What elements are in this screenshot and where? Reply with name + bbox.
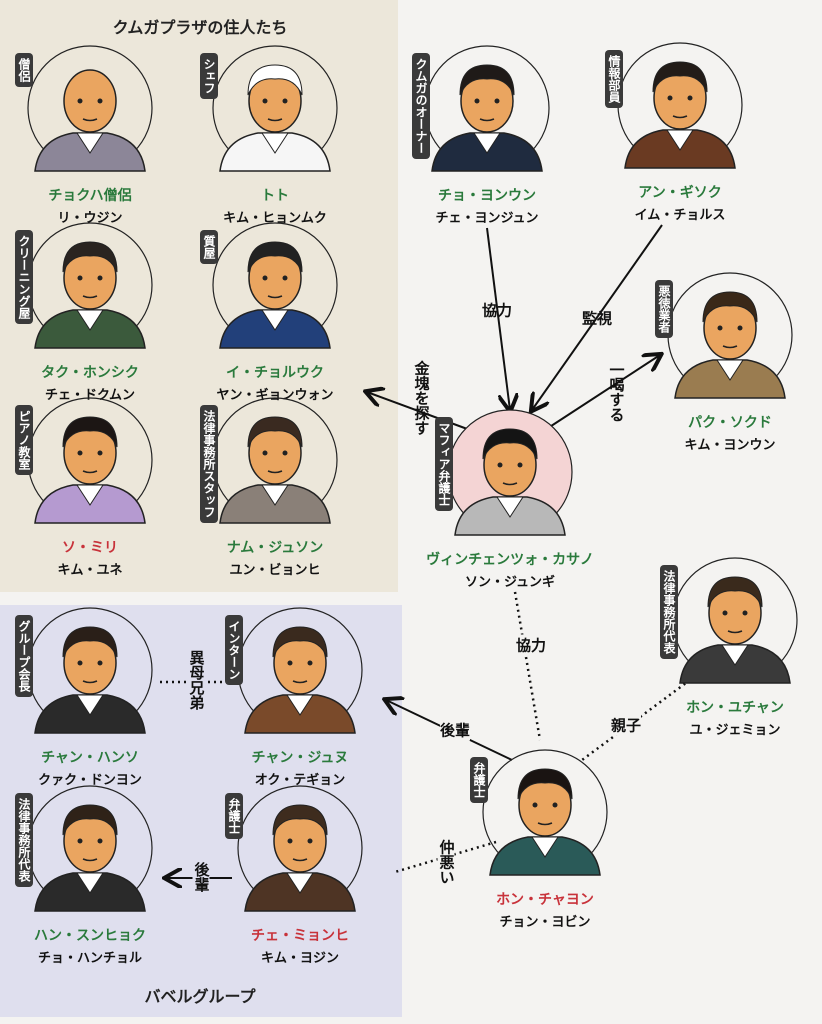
role-badge: クリーニング屋 [15, 230, 33, 324]
character-card: クリーニング屋 タク・ホンシク チェ・ドクムン [15, 220, 165, 403]
portrait-icon [212, 397, 338, 524]
character-card: 弁護士 チェ・ミョンヒ キム・ヨジン [225, 783, 375, 966]
edge-vincenzo-chayoung [513, 591, 542, 741]
portrait-icon [237, 607, 363, 734]
character-name: チャン・ハンソ [41, 750, 139, 766]
portrait-icon [424, 45, 550, 172]
actor-name: チェ・ヨンジュン [435, 211, 539, 226]
residents-title: クムガプラザの住人たち [112, 18, 288, 37]
portrait-icon [672, 557, 798, 684]
actor-name: イム・チョルス [634, 208, 726, 223]
edge-cho-vincenzo [486, 227, 510, 410]
portrait-icon [447, 409, 573, 536]
role-badge: シェフ [200, 53, 218, 99]
character-name: ホン・チャヨン [496, 892, 594, 908]
portrait-icon [27, 222, 153, 349]
portrait-icon [212, 45, 338, 172]
actor-name: キム・ユネ [57, 563, 123, 578]
relation-label: 協力 [481, 301, 513, 320]
character-name: チャン・ジュヌ [251, 750, 349, 766]
portrait-icon [237, 785, 363, 912]
portrait-icon [27, 397, 153, 524]
relation-label: 後輩 [192, 862, 211, 892]
role-badge: 法律事務所代表 [660, 565, 678, 659]
portrait-icon [482, 749, 608, 876]
portrait-icon [212, 222, 338, 349]
actor-name: ユ・ジェミョン [689, 723, 781, 738]
character-card: 法律事務所代表 ホン・ユチャン ユ・ジェミョン [660, 555, 810, 738]
character-card: クムガのオーナー チョ・ヨンウン チェ・ヨンジュン [412, 43, 562, 226]
role-badge: 弁護士 [470, 757, 488, 803]
character-name: チョクハ僧侶 [48, 188, 132, 204]
character-card: 質屋 イ・チョルウク ヤン・ギョンウォン [200, 220, 350, 403]
character-card: シェフ トト キム・ヒョンムク [200, 43, 350, 226]
actor-name: クァク・ドンヨン [38, 773, 142, 788]
role-badge: 悪徳業者 [655, 280, 673, 338]
role-badge: 法律事務所代表 [15, 793, 33, 887]
role-badge: 質屋 [200, 230, 218, 264]
character-card: 法律事務所代表 ハン・スンヒョク チョ・ハンチョル [15, 783, 165, 966]
actor-name: ソン・ジュンギ [464, 575, 556, 590]
portrait-icon [27, 785, 153, 912]
character-name: アン・ギソク [638, 185, 722, 201]
actor-name: キム・ヨジン [260, 951, 339, 966]
role-badge: ピアノ教室 [15, 405, 33, 475]
role-badge: インターン [225, 615, 243, 685]
actor-name: リ・ウジン [57, 211, 123, 226]
role-badge: 法律事務所スタッフ [200, 405, 218, 523]
role-badge: 僧侶 [15, 53, 33, 87]
character-name: チョ・ヨンウン [438, 188, 536, 204]
portrait-icon [617, 42, 743, 169]
character-card: 法律事務所スタッフ ナム・ジュソン ユン・ビョンヒ [200, 395, 350, 578]
role-badge: 情報部員 [605, 50, 623, 108]
relation-label: 後輩 [439, 719, 471, 741]
actor-name: チェ・ドクムン [45, 388, 135, 403]
character-name: パク・ソクド [688, 415, 772, 431]
actor-name: キム・ヨンウン [684, 438, 776, 453]
actor-name: オク・テギョン [254, 773, 346, 788]
edge-an-vincenzo [532, 224, 663, 410]
portrait-icon [27, 607, 153, 734]
character-card: 僧侶 チョクハ僧侶 リ・ウジン [15, 43, 165, 226]
relation-label: 親子 [610, 714, 642, 736]
actor-name: ヤン・ギョンウォン [216, 388, 334, 403]
babel-group-title: バベルグループ [144, 987, 256, 1006]
role-badge: 弁護士 [225, 793, 243, 839]
relation-label: 監視 [581, 309, 613, 328]
character-name: ハン・スンヒョク [34, 928, 146, 944]
role-badge: マフィア弁護士 [435, 417, 453, 511]
portrait-icon [667, 272, 793, 399]
character-name: タク・ホンシク [41, 365, 139, 381]
actor-name: チョン・ヨビン [499, 915, 591, 930]
relation-label: 一喝する [607, 362, 626, 422]
relation-label: 金塊を探す [412, 360, 431, 436]
character-name: チェ・ミョンヒ [251, 928, 349, 944]
role-badge: クムガのオーナー [412, 53, 430, 159]
relation-label: 協力 [515, 634, 547, 656]
relation-label: 仲悪い [437, 839, 456, 885]
portrait-icon [27, 45, 153, 172]
character-name: ソ・ミリ [62, 540, 118, 556]
character-card: インターン チャン・ジュヌ オク・テギョン [225, 605, 375, 788]
character-card: 悪徳業者 パク・ソクド キム・ヨンウン [655, 270, 805, 453]
character-card: グループ会長 チャン・ハンソ クァク・ドンヨン [15, 605, 165, 788]
character-name: イ・チョルウク [226, 365, 324, 381]
relation-label: 異母兄弟 [187, 650, 206, 710]
actor-name: ユン・ビョンヒ [229, 563, 321, 578]
character-name: ホン・ユチャン [686, 700, 784, 716]
character-card: 弁護士 ホン・チャヨン チョン・ヨビン [470, 747, 620, 930]
character-name: トト [261, 188, 289, 204]
character-name: ナム・ジュソン [226, 540, 324, 556]
actor-name: チョ・ハンチョル [37, 951, 142, 966]
character-card: 情報部員 アン・ギソク イム・チョルス [605, 40, 755, 223]
character-card: マフィア弁護士 ヴィンチェンツォ・カサノ ソン・ジュンギ [426, 407, 594, 590]
actor-name: キム・ヒョンムク [223, 211, 327, 226]
edge-vincenzo-park [544, 355, 660, 431]
character-name: ヴィンチェンツォ・カサノ [426, 552, 594, 568]
character-card: ピアノ教室 ソ・ミリ キム・ユネ [15, 395, 165, 578]
role-badge: グループ会長 [15, 615, 33, 697]
